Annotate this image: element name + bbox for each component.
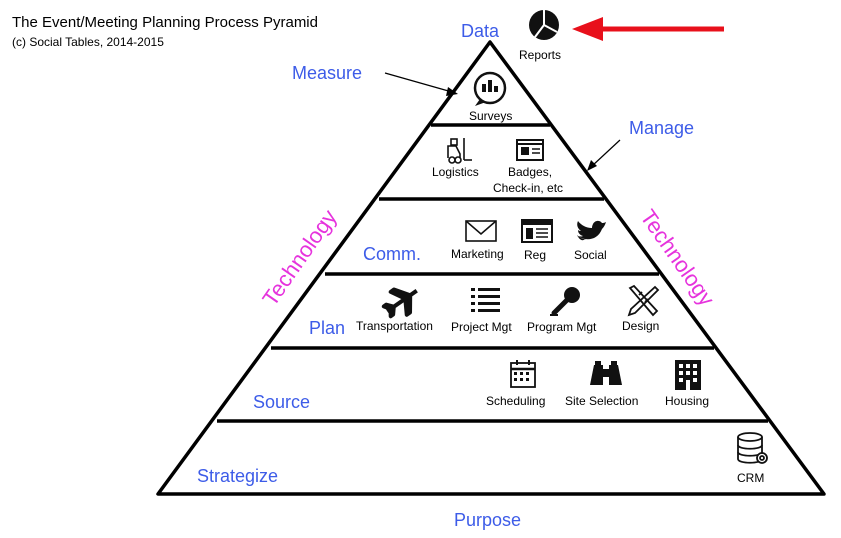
purpose-label: Purpose [454, 510, 522, 530]
item-label-social: Social [574, 248, 607, 262]
airplane-icon [381, 287, 418, 319]
microphone-icon [550, 287, 580, 316]
item-label-crm: CRM [737, 471, 765, 485]
forklift-icon [447, 138, 472, 164]
measure-arrow [384, 72, 458, 96]
item-label-logistics: Logistics [432, 165, 479, 179]
item-label-reg: Reg [524, 248, 547, 262]
item-label-checkin: Check-in, etc [493, 181, 564, 195]
item-label-badges: Badges, [508, 165, 553, 179]
pyramid-outline [156, 40, 826, 496]
item-label-transportation: Transportation [356, 319, 433, 333]
item-label-program-mgt: Program Mgt [527, 320, 597, 334]
pie-chart-icon [529, 10, 559, 40]
item-label-scheduling: Scheduling [486, 394, 546, 408]
diagram-title: The Event/Meeting Planning Process Pyram… [12, 14, 318, 31]
database-icon [737, 432, 768, 464]
item-label-housing: Housing [665, 394, 710, 408]
data-label: Data [461, 21, 500, 41]
tier-name-comm: Comm. [363, 244, 421, 264]
badge-card-icon [516, 139, 544, 161]
item-label-site-selection: Site Selection [565, 394, 639, 408]
building-icon [675, 360, 701, 390]
tier-name-plan: Plan [309, 318, 346, 338]
item-label-design: Design [622, 319, 660, 333]
calendar-icon [510, 360, 536, 388]
item-label-surveys: Surveys [469, 109, 513, 123]
manage-arrow [587, 139, 621, 171]
form-window-icon [521, 219, 553, 243]
reports-label: Reports [519, 48, 562, 62]
tier-name-strategize: Strategize [197, 466, 279, 486]
ruler-pencil-icon [627, 284, 660, 317]
list-icon [471, 288, 500, 312]
envelope-icon [465, 220, 497, 242]
tier-name-source: Source [253, 392, 311, 412]
diagram-subtitle: (c) Social Tables, 2014-2015 [12, 35, 164, 49]
measure-label: Measure [292, 63, 363, 83]
red-arrow-icon [572, 17, 724, 41]
bird-icon [577, 220, 606, 241]
item-label-marketing: Marketing [451, 247, 504, 261]
binoculars-icon [590, 361, 622, 385]
speech-bubble-chart-icon [473, 71, 507, 106]
manage-label: Manage [629, 118, 695, 138]
item-label-project-mgt: Project Mgt [451, 320, 512, 334]
